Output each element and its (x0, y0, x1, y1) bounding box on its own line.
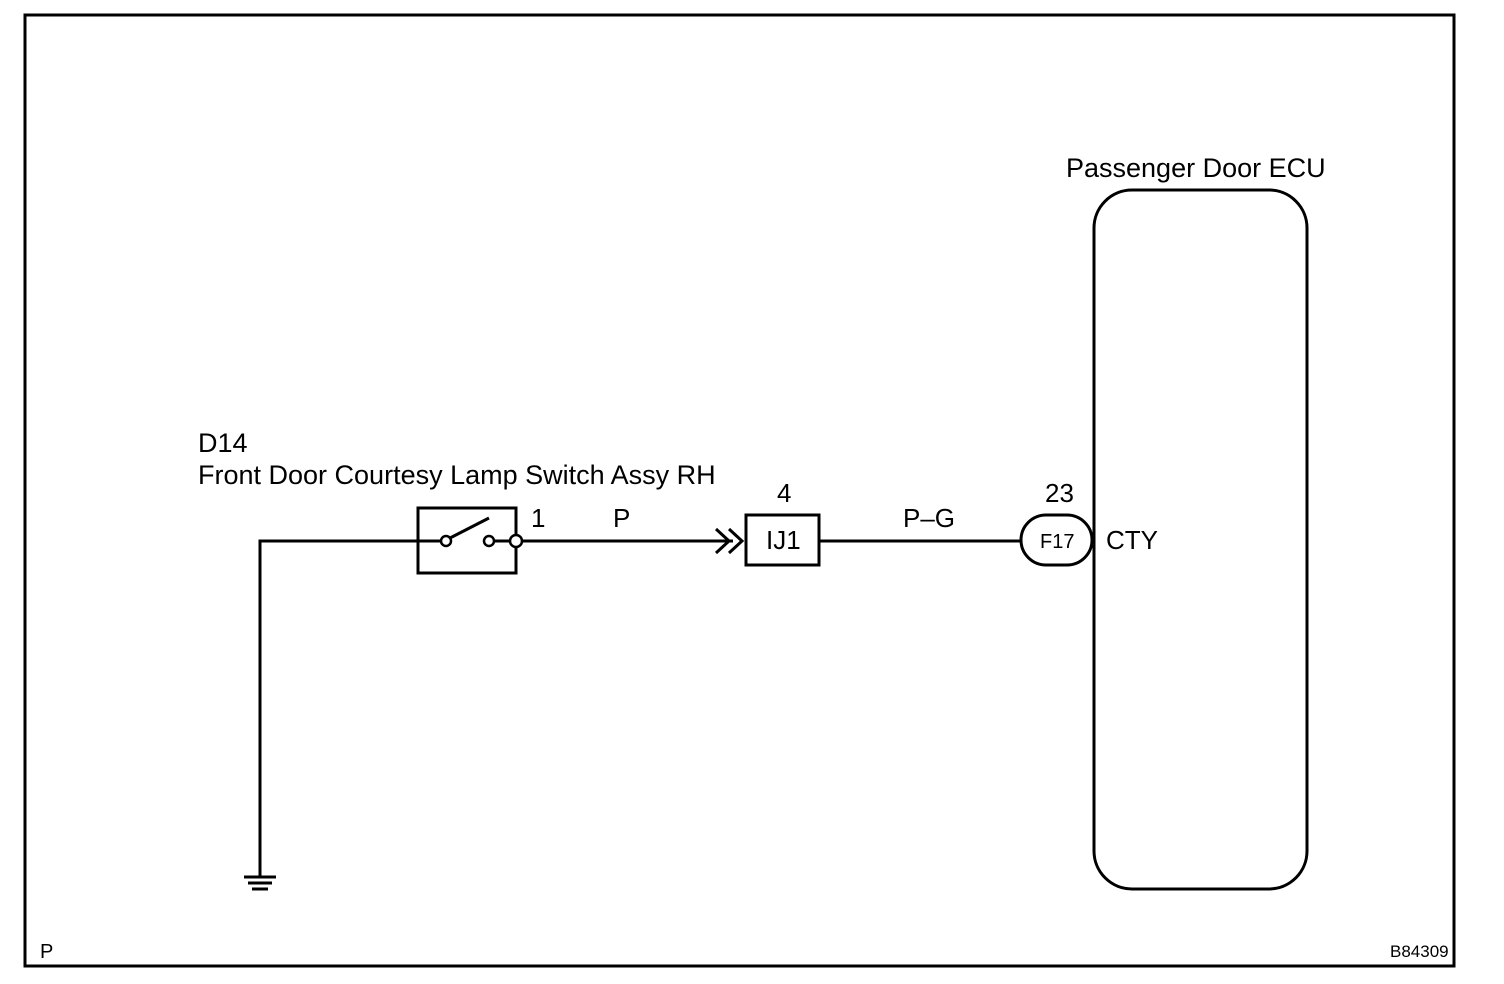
ecu-title: Passenger Door ECU (1066, 153, 1326, 183)
switch-pin-number: 1 (531, 503, 545, 533)
switch-terminal (508, 533, 524, 549)
switch-contact-left (439, 534, 453, 548)
switch-lever-icon (449, 516, 490, 540)
ecu-terminal-label: CTY (1106, 525, 1158, 555)
ecu-pin-number: 23 (1045, 478, 1074, 508)
ecu-connector-id: F17 (1040, 531, 1074, 553)
switch-name: Front Door Courtesy Lamp Switch Assy RH (198, 460, 716, 490)
courtesy-lamp-switch (416, 506, 524, 575)
switch-contact-right (482, 534, 496, 548)
ecu-connector (1019, 513, 1094, 567)
wire-p-g-label: P–G (903, 503, 955, 533)
ground-icon (244, 875, 276, 891)
figure-id: B84309 (1390, 942, 1449, 961)
wire-p-label: P (613, 503, 630, 533)
switch-code: D14 (198, 428, 248, 458)
junction-pin-number: 4 (777, 478, 791, 508)
connector-chevron-icon (714, 527, 745, 555)
ecu-body (1092, 188, 1309, 891)
junction-id: IJ1 (766, 525, 801, 555)
diagram-frame (23, 13, 1456, 968)
ground-wire (258, 539, 418, 877)
footer-left-code: P (40, 941, 53, 963)
